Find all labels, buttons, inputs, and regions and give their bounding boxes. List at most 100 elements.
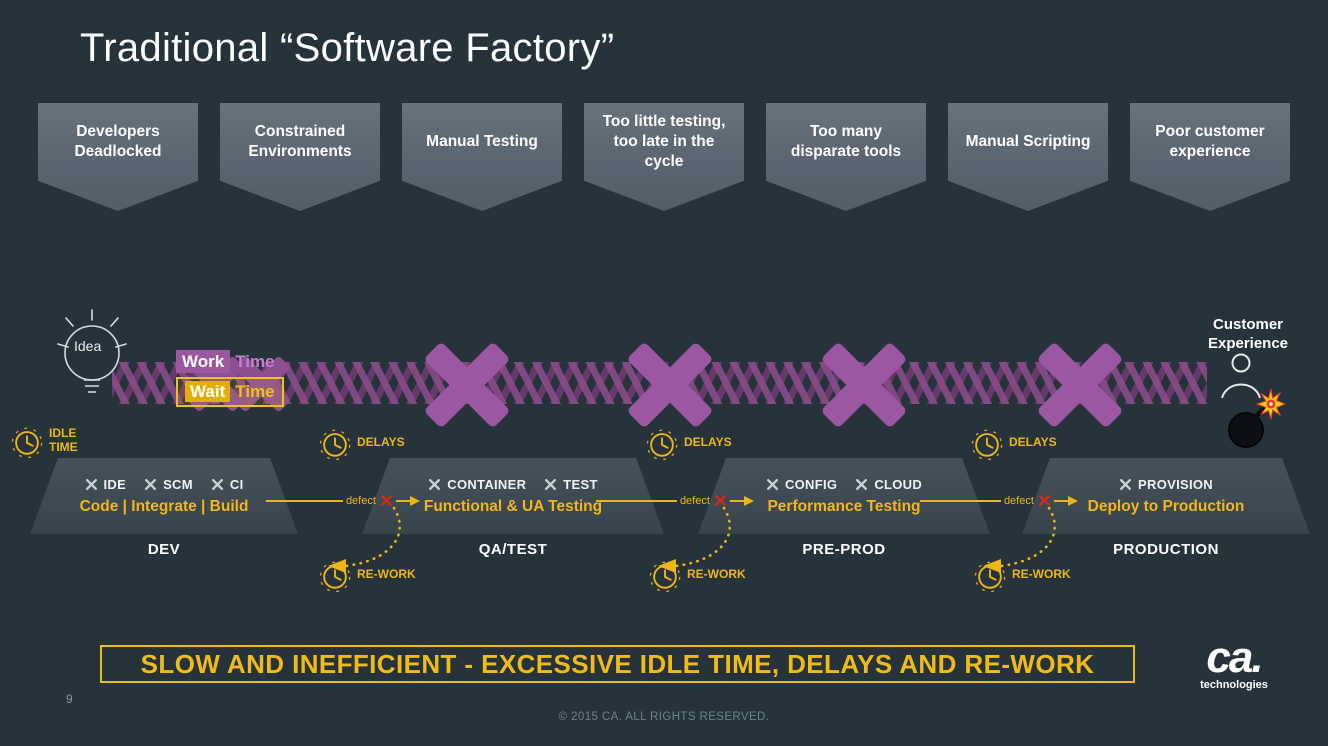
rework-label: RE-WORK: [1012, 567, 1071, 582]
tool-icon: [855, 478, 868, 491]
defect-label: defect: [1003, 495, 1034, 507]
page-number: 9: [66, 692, 73, 706]
tool-label: IDE: [103, 476, 127, 492]
banner-chevron: Too many disparate tools: [766, 103, 926, 211]
work-chip: Work: [176, 350, 231, 373]
banner-chevron: Manual Testing: [402, 103, 562, 211]
banner-chevron: Constrained Environments: [220, 103, 380, 211]
clock-icon: [971, 429, 1003, 460]
tools-row: IDE SCM CI: [85, 477, 244, 492]
break-x-icon: [422, 340, 512, 430]
break-x-icon: [1035, 340, 1125, 430]
stage-name-production: PRODUCTION: [1113, 541, 1219, 558]
stage-action-label: Code | Integrate | Build: [79, 497, 249, 515]
idea-label: Idea: [74, 338, 102, 354]
defect-label: defect: [679, 495, 710, 507]
problem-banners: Developers Deadlocked Constrained Enviro…: [38, 103, 1290, 211]
defect-connector: defect ✕: [596, 489, 754, 513]
rework-group: RE-WORK: [318, 558, 416, 592]
stage-name-pre-prod: PRE-PROD: [802, 541, 886, 558]
tools-row: CONFIG CLOUD: [766, 477, 922, 492]
tool-label: CLOUD: [874, 476, 923, 492]
tool-item: CI: [211, 477, 244, 492]
idea-bulb-icon: Idea: [50, 298, 134, 415]
banner-label: Developers Deadlocked: [74, 122, 162, 160]
defect-x-mark: ✕: [1036, 491, 1052, 511]
banner-chevron: Poor customer experience: [1130, 103, 1290, 211]
clock-icon: [319, 561, 351, 592]
delays-group: DELAYS: [970, 426, 1057, 460]
tools-row: CONTAINER TEST: [428, 477, 597, 492]
tool-icon: [1119, 478, 1132, 491]
copyright-footer: © 2015 CA. ALL RIGHTS RESERVED.: [558, 711, 770, 723]
tool-icon: [144, 478, 157, 491]
flow-line: [596, 500, 677, 502]
delays-label: DELAYS: [357, 435, 405, 450]
lightbulb-icon: [57, 309, 127, 393]
rework-group: RE-WORK: [648, 558, 746, 592]
flow-line: [730, 500, 744, 502]
stage-name-qa-test: QA/TEST: [478, 541, 548, 558]
stage-action-label: Performance Testing: [767, 497, 921, 515]
break-x-icon: [819, 340, 909, 430]
clock-icon: [974, 561, 1006, 592]
page-title: Traditional “Software Factory”: [80, 26, 615, 70]
clock-icon: [319, 429, 351, 460]
clock-icon: [649, 561, 681, 592]
banner-label: Too little testing, too late in the cycl…: [602, 112, 726, 171]
flow-line: [266, 500, 343, 502]
tool-label: CONTAINER: [447, 476, 527, 492]
stage-content: CONTAINER TEST Functional & UA Testing: [362, 458, 664, 534]
arrow-right-icon: [744, 496, 754, 506]
arrow-right-icon: [1068, 496, 1078, 506]
delays-group: DELAYS: [318, 426, 405, 460]
ca-logo-tagline: technologies: [1200, 679, 1268, 691]
tool-icon: [211, 478, 224, 491]
banner-label: Manual Scripting: [965, 132, 1091, 150]
flow-line: [396, 500, 410, 502]
defect-x-mark: ✕: [378, 491, 394, 511]
tool-item: IDE: [85, 477, 127, 492]
tool-item: PROVISION: [1119, 477, 1213, 492]
defect-label: defect: [345, 495, 376, 507]
banner-label: Too many disparate tools: [790, 122, 902, 160]
defect-x-mark: ✕: [712, 491, 728, 511]
stage-dev: IDE SCM CI Code | Integrate | Build: [30, 458, 298, 534]
wait-chip: Wait: [185, 381, 231, 402]
stage-content: IDE SCM CI Code | Integrate | Build: [30, 458, 298, 534]
rework-group: RE-WORK: [973, 558, 1071, 592]
tools-row: PROVISION: [1119, 477, 1213, 492]
tool-label: PROVISION: [1138, 476, 1213, 492]
tool-icon: [85, 478, 98, 491]
arrow-right-icon: [410, 496, 420, 506]
customer-experience-label: Customer Experience: [1207, 316, 1289, 352]
rework-label: RE-WORK: [687, 567, 746, 582]
banner-label: Manual Testing: [426, 132, 538, 150]
tool-label: CONFIG: [784, 476, 838, 492]
delays-label: DELAYS: [684, 435, 732, 450]
banner-label: Constrained Environments: [248, 122, 352, 160]
stage-content: CONFIG CLOUD Performance Testing: [698, 458, 990, 534]
tool-label: TEST: [563, 476, 598, 492]
tool-icon: [544, 478, 557, 491]
tool-label: CI: [229, 476, 244, 492]
stage-action-label: Deploy to Production: [1087, 497, 1245, 515]
wait-time-label: Time: [235, 382, 275, 401]
tool-icon: [428, 478, 441, 491]
tool-label: SCM: [163, 476, 193, 492]
tool-item: CLOUD: [855, 477, 922, 492]
banner-label: Poor customer experience: [1155, 122, 1265, 160]
flow-line: [920, 500, 1001, 502]
summary-banner: SLOW AND INEFFICIENT - EXCESSIVE IDLE TI…: [100, 645, 1135, 683]
idle-time-group: IDLE TIME: [10, 424, 91, 458]
person-icon: [1221, 353, 1261, 399]
delays-group: DELAYS: [645, 426, 732, 460]
tool-icon: [766, 478, 779, 491]
ca-logo: ca. technologies: [1190, 636, 1278, 692]
stage-name-dev: DEV: [147, 541, 181, 558]
tool-item: CONFIG: [766, 477, 837, 492]
banner-chevron: Developers Deadlocked: [38, 103, 198, 211]
